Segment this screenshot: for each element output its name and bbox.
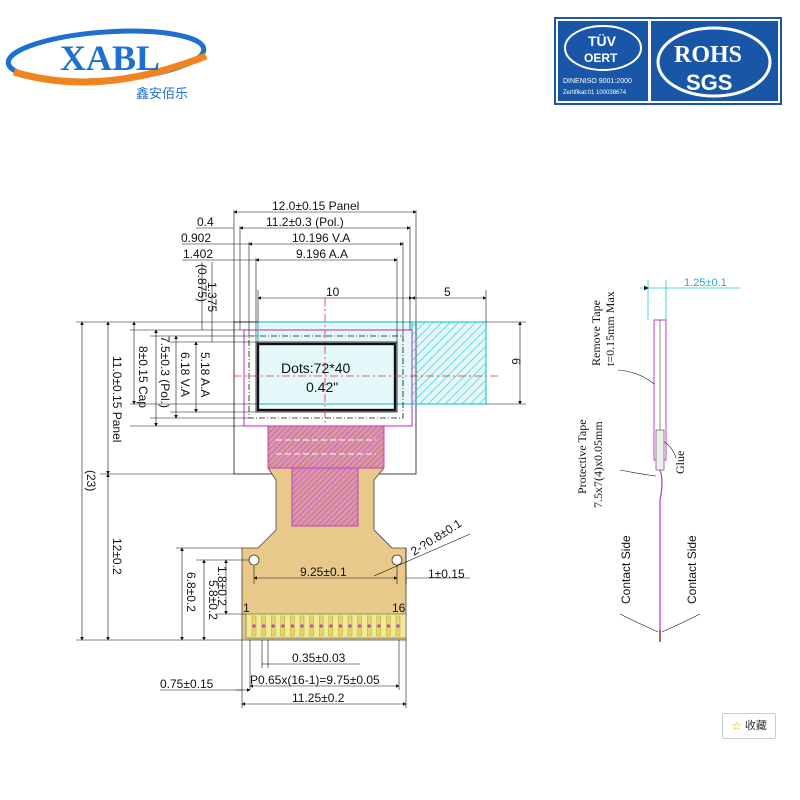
logo-orange-swoosh xyxy=(12,52,208,86)
dim-view-area-width: 10.196 V.A xyxy=(292,231,350,245)
dim-6: 6 xyxy=(509,358,523,365)
pad-via xyxy=(300,624,304,628)
tuv-certificate: Zertifikat:01 100038674 xyxy=(563,90,627,96)
tuv-standard: DINENISO 9001:2000 xyxy=(563,78,632,85)
dim-0-875: (0.875) xyxy=(195,264,209,302)
mounting-hole-right xyxy=(391,554,403,566)
fpc-stiffener xyxy=(291,467,359,527)
logo-chinese-name: 鑫安佰乐 xyxy=(136,86,188,101)
dim-total-height: (23) xyxy=(84,470,98,491)
fpc-flex-cable xyxy=(241,425,407,641)
certification-badge: TÜV OERT DINENISO 9001:2000 Zertifikat:0… xyxy=(554,17,782,105)
dim-10: 10 xyxy=(326,285,340,299)
dim-1-375: 1.375 xyxy=(205,282,219,312)
pad-via xyxy=(396,624,400,628)
pad-via xyxy=(367,624,371,628)
protective-tape-dim: 7.5x7(4)x0.05mm xyxy=(591,421,605,508)
pad-via xyxy=(281,624,285,628)
pad-via xyxy=(319,624,323,628)
rohs-text: ROHS xyxy=(674,42,742,68)
dim-1-402: 1.402 xyxy=(183,247,213,261)
front-view xyxy=(233,298,500,640)
dim-pad-width: 0.35±0.03 xyxy=(292,651,346,665)
pad-via xyxy=(252,624,256,628)
dim-panel-width: 12.0±0.15 Panel xyxy=(272,199,359,213)
pad-via xyxy=(290,624,294,628)
tuv-sub: OERT xyxy=(584,51,618,65)
side-view: 1.25±0.1 xyxy=(617,277,740,642)
remove-tape-label: Remove Tape xyxy=(589,300,603,366)
dim-1-8: 1.8±0.2 xyxy=(215,566,229,606)
dim-5: 5 xyxy=(444,285,451,299)
favorite-label: 收藏 xyxy=(744,720,767,732)
dim-polarizer-height: 7.5±0.3 (Pol.) xyxy=(158,336,172,408)
dim-polarizer-width: 11.2±0.3 (Pol.) xyxy=(266,215,344,229)
pin-16-label: 16 xyxy=(392,601,406,615)
pad-via xyxy=(358,624,362,628)
pad-via xyxy=(271,624,275,628)
active-area-inner xyxy=(256,342,397,412)
pad-via xyxy=(329,624,333,628)
dim-6-8: 6.8±0.2 xyxy=(184,572,198,612)
dim-5-8: 5.8±0.2 xyxy=(206,580,220,620)
dim-view-area-height: 6.18 V.A xyxy=(178,352,192,397)
dim-panel-height: 11.0±0.15 Panel xyxy=(110,356,124,442)
cap-tape-hatch xyxy=(411,321,487,405)
dim-fpc-height: 12±0.2 xyxy=(110,538,124,575)
dim-0-902: 0.902 xyxy=(181,231,211,245)
logo-brand: XABL xyxy=(60,38,160,78)
pin-1-label: 1 xyxy=(243,601,250,615)
mounting-hole-left xyxy=(248,554,260,566)
sgs-text: SGS xyxy=(686,70,732,95)
dim-active-area-height: 5.18 A.A xyxy=(198,352,212,397)
remove-tape-thickness: t=0.15mm Max xyxy=(603,291,617,366)
dim-hole-edge: 1±0.15 xyxy=(428,567,465,581)
pad-via xyxy=(386,624,390,628)
dim-cap-height: 8±0.15 Cap xyxy=(136,346,150,408)
dim-hole-diameter: 2-?0.8±0.1 xyxy=(408,516,464,558)
side-thickness: 1.25±0.1 xyxy=(684,277,727,289)
side-fpc-flex xyxy=(659,469,663,630)
rohs-block xyxy=(651,21,778,101)
pad-via xyxy=(310,624,314,628)
dots-label: Dots:72*40 xyxy=(281,360,350,376)
protective-tape-label: Protective Tape xyxy=(575,419,589,494)
pad-via xyxy=(338,624,342,628)
pad-via xyxy=(262,624,266,628)
dim-0-4: 0.4 xyxy=(197,215,214,229)
dimension-lines xyxy=(76,210,526,708)
pad-via xyxy=(348,624,352,628)
pad-via xyxy=(377,624,381,628)
dim-hole-pitch: 9.25±0.1 xyxy=(300,565,347,579)
contact-pad-row xyxy=(245,613,407,639)
view-area-outline xyxy=(248,335,404,419)
side-ic xyxy=(655,429,665,471)
star-icon: ☆ xyxy=(731,719,742,733)
favorite-button[interactable]: ☆ 收藏 xyxy=(722,713,776,739)
company-logo: XABL 鑫安佰乐 xyxy=(5,28,208,101)
contact-pads xyxy=(251,615,401,637)
tuv-mark: TÜV xyxy=(588,33,617,49)
contact-side-left: Contact Side xyxy=(619,535,633,604)
contact-side-right: Contact Side xyxy=(685,535,699,604)
dim-fpc-width: 11.25±0.2 xyxy=(292,691,345,705)
dim-active-area-width: 9.196 A.A xyxy=(296,247,348,261)
dim-left-offset: 0.75±0.15 xyxy=(160,677,214,691)
dim-pin-pitch: P0.65x(16-1)=9.75±0.05 xyxy=(250,673,380,687)
diagonal-label: 0.42" xyxy=(306,379,338,395)
active-area-outer xyxy=(255,341,398,413)
glue-label: Glue xyxy=(673,451,687,474)
